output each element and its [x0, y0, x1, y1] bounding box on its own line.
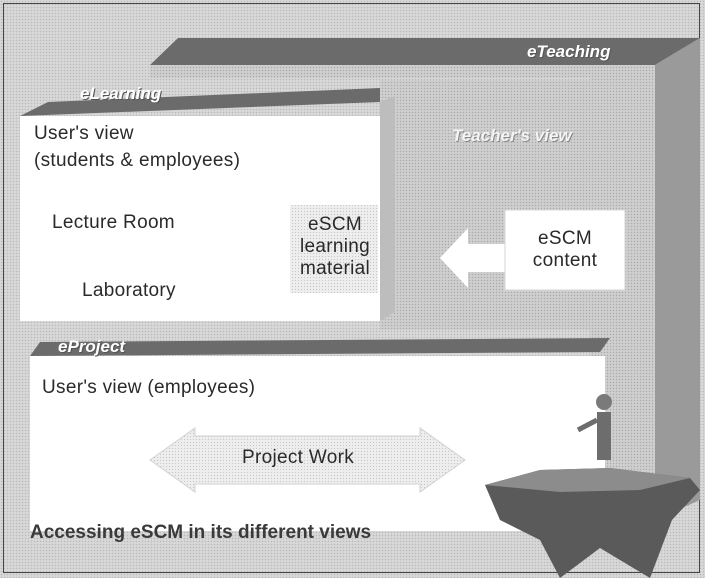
elearning-view-line1: User's view: [34, 123, 134, 144]
eteaching-tag: eTeaching: [527, 42, 611, 61]
rock-island: [485, 468, 700, 578]
teacher-view-label: Teacher's view: [452, 126, 572, 145]
elearning-bar: [20, 88, 380, 116]
eproject-tag: eProject: [58, 337, 126, 356]
elearning-view-line2: (students & employees): [34, 150, 241, 171]
rock-top: [485, 468, 690, 492]
lecture-room-label: Lecture Room: [52, 212, 175, 233]
figure-arm: [576, 417, 599, 433]
content-box: [504, 209, 626, 291]
elearning-side: [380, 96, 395, 321]
content-line1: eSCM: [538, 228, 592, 249]
figure-body: [597, 412, 611, 460]
eproject-view-label: User's view (employees): [42, 377, 256, 398]
material-line3: material: [300, 258, 370, 279]
figure-head: [596, 394, 612, 410]
project-work-label: Project Work: [242, 447, 354, 468]
content-label: eSCM content: [505, 228, 625, 272]
material-line2: learning: [299, 236, 370, 257]
eteaching-bar: [150, 38, 700, 65]
eteaching-side: [655, 38, 700, 520]
laboratory-label: Laboratory: [82, 280, 176, 301]
elearning-tag: eLearning: [80, 84, 162, 103]
eproject-bar: [30, 338, 610, 356]
material-line1: eSCM: [308, 214, 362, 235]
content-arrow: [440, 228, 505, 288]
project-work-arrow: [149, 427, 466, 493]
eteaching-block-front: [380, 80, 650, 330]
content-line2: content: [532, 250, 598, 271]
material-box: [290, 205, 378, 293]
material-label: eSCM learning material: [292, 214, 378, 280]
diagram-caption: Accessing eSCM in its different views: [30, 522, 372, 543]
